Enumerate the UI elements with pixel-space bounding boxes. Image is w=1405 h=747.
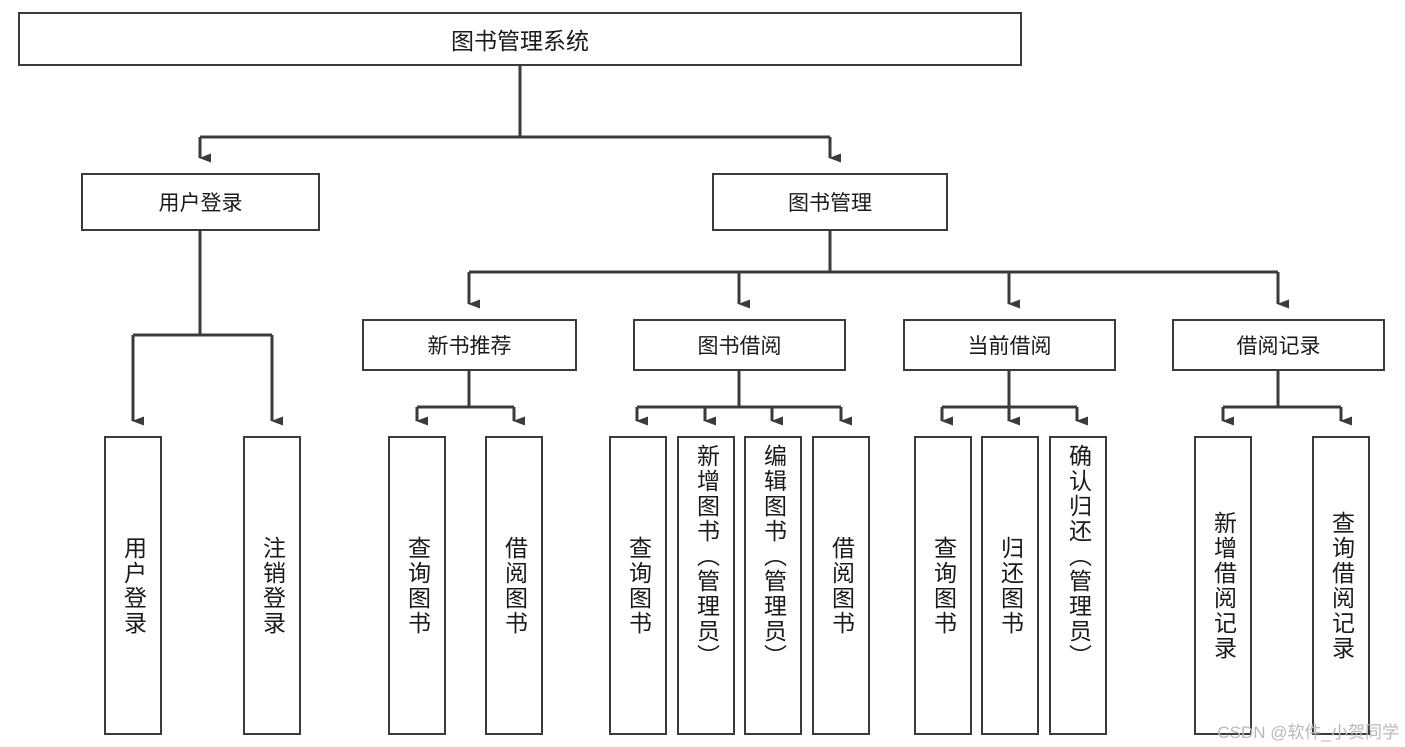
node-leaf-borrow-book-1-label: 借阅图书 [501, 535, 528, 636]
node-leaf-confirm-return-admin[interactable]: 确认归还（管理员） [1049, 436, 1107, 735]
node-leaf-borrow-book-2-label: 借阅图书 [828, 535, 855, 636]
node-leaf-query-book-1-label: 查询图书 [404, 535, 431, 636]
node-book-borrow-label: 图书借阅 [697, 335, 782, 358]
node-leaf-logout-login[interactable]: 注销登录 [243, 436, 301, 735]
node-leaf-user-login-label: 用户登录 [120, 535, 147, 636]
node-root-label: 图书管理系统 [451, 28, 589, 54]
node-leaf-add-borrow-record[interactable]: 新增借阅记录 [1194, 436, 1252, 735]
node-leaf-add-book-admin-label: 新增图书（管理员） [693, 444, 720, 669]
node-leaf-confirm-return-admin-label: 确认归还（管理员） [1065, 444, 1092, 669]
node-leaf-query-borrow-record[interactable]: 查询借阅记录 [1312, 436, 1370, 735]
node-user-login-label: 用户登录 [158, 192, 243, 215]
node-leaf-return-book[interactable]: 归还图书 [981, 436, 1039, 735]
node-current-borrow[interactable]: 当前借阅 [903, 319, 1116, 371]
node-leaf-borrow-book-1[interactable]: 借阅图书 [485, 436, 543, 735]
node-borrow-record-label: 借阅记录 [1236, 335, 1321, 358]
node-root[interactable]: 图书管理系统 [18, 12, 1022, 66]
node-leaf-edit-book-admin[interactable]: 编辑图书（管理员） [744, 436, 802, 735]
node-leaf-add-borrow-record-label: 新增借阅记录 [1210, 510, 1237, 661]
node-borrow-record[interactable]: 借阅记录 [1172, 319, 1385, 371]
node-leaf-query-book-2-label: 查询图书 [625, 535, 652, 636]
node-book-borrow[interactable]: 图书借阅 [633, 319, 846, 371]
node-leaf-query-book-3[interactable]: 查询图书 [914, 436, 972, 735]
node-leaf-query-borrow-record-label: 查询借阅记录 [1328, 510, 1355, 661]
node-leaf-query-book-1[interactable]: 查询图书 [388, 436, 446, 735]
node-user-login[interactable]: 用户登录 [81, 173, 320, 231]
node-book-manage-label: 图书管理 [788, 192, 872, 215]
node-leaf-add-book-admin[interactable]: 新增图书（管理员） [677, 436, 735, 735]
node-leaf-query-book-2[interactable]: 查询图书 [609, 436, 667, 735]
node-new-book-recommend[interactable]: 新书推荐 [362, 319, 577, 371]
node-book-manage[interactable]: 图书管理 [712, 173, 948, 231]
node-new-book-recommend-label: 新书推荐 [427, 335, 512, 358]
node-leaf-logout-login-label: 注销登录 [259, 535, 286, 636]
csdn-watermark: CSDN @软件_小贺同学 [1217, 723, 1399, 742]
node-leaf-borrow-book-2[interactable]: 借阅图书 [812, 436, 870, 735]
node-current-borrow-label: 当前借阅 [967, 335, 1052, 358]
node-leaf-query-book-3-label: 查询图书 [930, 535, 957, 636]
node-leaf-return-book-label: 归还图书 [997, 535, 1024, 636]
node-leaf-edit-book-admin-label: 编辑图书（管理员） [760, 444, 787, 669]
node-leaf-user-login[interactable]: 用户登录 [104, 436, 162, 735]
